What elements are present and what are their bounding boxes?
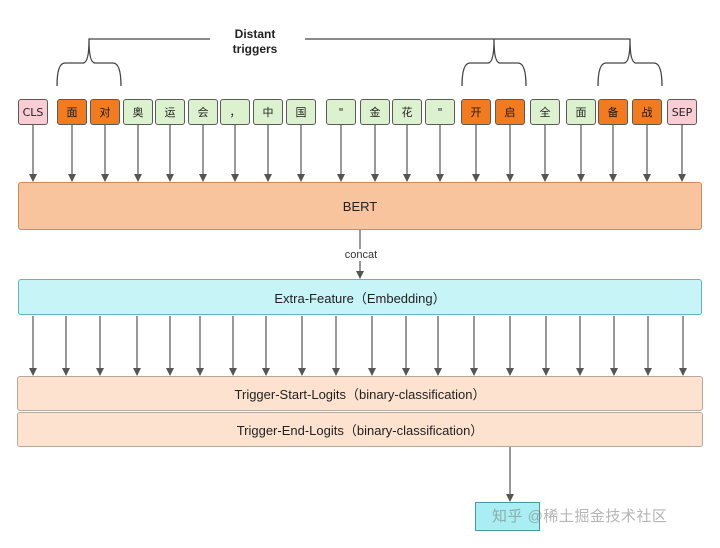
token-5: 会 [188,99,218,125]
output-box [475,502,540,531]
distant-triggers-label: Distant triggers [215,27,295,57]
trigger-start-logits-box: Trigger-Start-Logits（binary-classificati… [17,376,703,411]
token-18: 战 [632,99,662,125]
bracket-2 [461,39,527,87]
trigger-start-label: Trigger-Start-Logits（binary-classificati… [234,387,486,402]
token-1: 面 [57,99,87,125]
bracket-1 [56,39,122,87]
bert-label: BERT [342,198,378,214]
token-9: " [326,99,356,125]
watermark: 知乎 @稀土掘金技术社区 [492,508,668,525]
extra-feature-label: Extra-Feature（Embedding） [274,290,446,306]
token-16: 面 [566,99,596,125]
bert-box: BERT [18,182,702,230]
token-15: 全 [530,99,560,125]
token-7: 中 [253,99,283,125]
token-19: SEP [667,99,697,125]
token-3: 奥 [123,99,153,125]
token-0: CLS [18,99,48,125]
token-8: 国 [286,99,316,125]
token-to-bert-arrows [29,125,686,182]
extra-feature-box: Extra-Feature（Embedding） [18,279,702,315]
concat-label: concat [335,249,387,261]
token-14: 启 [495,99,525,125]
bracket-3 [597,39,663,87]
token-4: 运 [155,99,185,125]
extra-feature-to-logits-arrows [29,316,687,376]
trigger-end-logits-box: Trigger-End-Logits（binary-classification… [17,412,703,447]
span-left [88,38,210,40]
token-13: 开 [461,99,491,125]
token-17: 备 [598,99,628,125]
token-6: ， [220,99,250,125]
token-11: 花 [392,99,422,125]
token-2: 对 [90,99,120,125]
trigger-end-label: Trigger-End-Logits（binary-classification… [236,423,484,438]
span-right [305,38,631,40]
token-12: " [425,99,455,125]
token-10: 金 [360,99,390,125]
distant-triggers-bracket [56,38,663,87]
